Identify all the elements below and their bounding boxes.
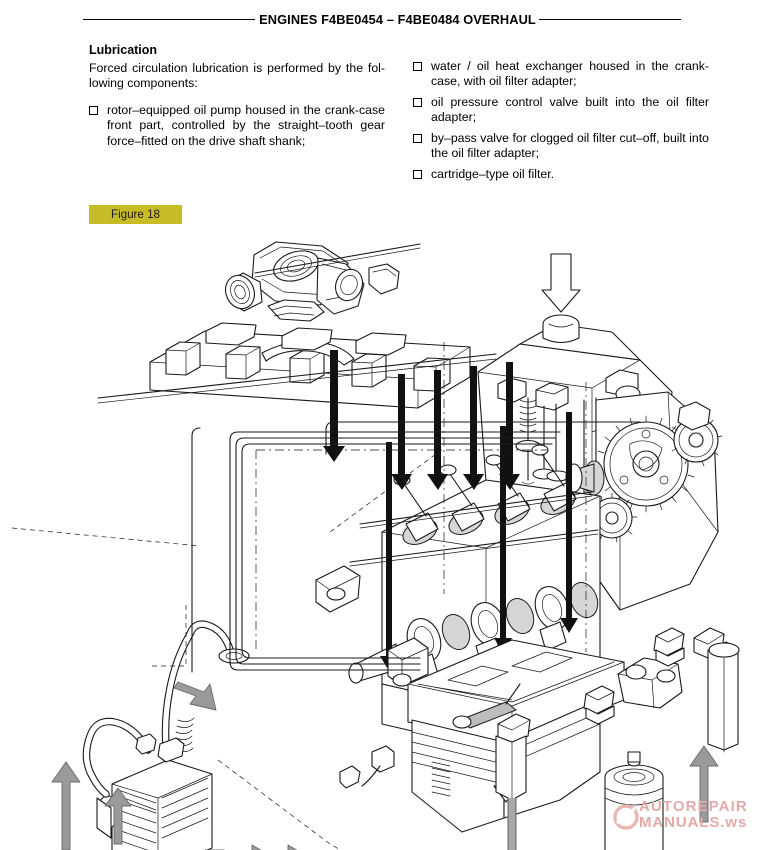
text-columns: Lubrication Forced circulation lubricati… xyxy=(89,42,709,187)
header-rule-right xyxy=(538,18,681,20)
oil-flow-arrows-grey xyxy=(173,681,298,850)
checkbox-icon xyxy=(413,62,422,71)
filter-outlet-tube xyxy=(693,627,740,753)
intake-manifold xyxy=(149,322,471,409)
left-bullet-list: rotor–equipped oil pump housed in the cr… xyxy=(89,103,385,149)
checkbox-icon xyxy=(89,105,98,115)
list-item: water / oil heat exchanger housed in the… xyxy=(413,59,709,90)
page-title: ENGINES F4BE0454 – F4BE0484 OVERHAUL xyxy=(259,11,536,27)
figure-caption-label: Figure 18 xyxy=(111,208,160,221)
right-bullet-list: water / oil heat exchanger housed in the… xyxy=(413,59,709,182)
main-oil-line-loop xyxy=(191,421,641,673)
list-item: by–pass valve for clogged oil filter cut… xyxy=(413,131,709,162)
list-item: oil pressure control valve built into th… xyxy=(413,95,709,126)
figure-caption-badge: Figure 18 xyxy=(89,205,182,224)
turbocharger-assembly xyxy=(224,241,400,322)
header-rule-left xyxy=(83,18,256,20)
right-column: water / oil heat exchanger housed in the… xyxy=(413,42,709,187)
oil-hoses-left xyxy=(82,620,250,798)
oil-pump xyxy=(387,637,429,687)
oil-spray-nozzles xyxy=(339,745,395,789)
timing-gear-housing xyxy=(565,391,723,611)
list-item-label: by–pass valve for clogged oil filter cut… xyxy=(431,130,709,161)
section-heading: Lubrication xyxy=(89,43,158,57)
oil-fill-arrow-icon xyxy=(541,253,581,313)
section-intro: Forced circulation lubrication is perfor… xyxy=(89,61,385,91)
diagram-canvas: .ln { fill:none; stroke:#1a1a1a; stroke-… xyxy=(11,241,740,850)
checkbox-icon xyxy=(413,133,422,143)
list-item-label: water / oil heat exchanger housed in the… xyxy=(431,59,709,89)
heat-exchanger xyxy=(96,759,213,850)
oil-filter-adapter xyxy=(617,657,683,709)
outlet-flow-arrows xyxy=(689,745,719,823)
plug-fittings xyxy=(583,627,685,725)
oil-filter-cartridge xyxy=(604,751,664,850)
list-item: cartridge–type oil filter. xyxy=(413,167,709,182)
list-item: rotor–equipped oil pump housed in the cr… xyxy=(89,103,385,149)
block-side-bracket xyxy=(315,565,361,613)
oil-sump-pan xyxy=(407,639,625,833)
checkbox-icon xyxy=(413,97,422,107)
construction-lines xyxy=(11,342,587,850)
lubrication-system-diagram: .ln { fill:none; stroke:#1a1a1a; stroke-… xyxy=(0,232,764,850)
sump-outlet-tube xyxy=(495,713,531,801)
list-item-label: oil pressure control valve built into th… xyxy=(431,94,709,125)
list-item-label: cartridge–type oil filter. xyxy=(431,166,555,181)
left-column: Lubrication Forced circulation lubricati… xyxy=(89,42,385,187)
cylinder-head xyxy=(477,253,673,509)
checkbox-icon xyxy=(413,169,422,179)
list-item-label: rotor–equipped oil pump housed in the cr… xyxy=(107,102,385,148)
inlet-flow-arrows xyxy=(51,761,132,850)
page-header: ENGINES F4BE0454 – F4BE0484 OVERHAUL xyxy=(0,8,764,30)
